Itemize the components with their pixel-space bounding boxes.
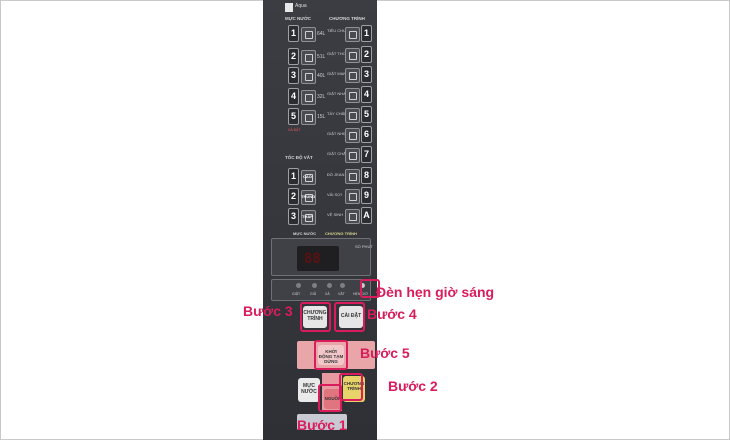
program-2-label: GIẶT THƠM bbox=[327, 51, 350, 56]
water-level-5-icon bbox=[301, 110, 316, 125]
step-spin-indicator bbox=[340, 283, 345, 288]
timer-set-button[interactable]: CÀI ĐẶT bbox=[339, 306, 363, 328]
program-8-label: ĐỒ JEAN bbox=[327, 172, 345, 177]
spin-speed-2-label: TRUNG bbox=[301, 194, 316, 199]
program-7-label: GIẶT CHĂN bbox=[327, 151, 349, 156]
water-level-2-label: 51L bbox=[317, 54, 326, 60]
program-4-button[interactable]: 4 bbox=[361, 86, 372, 103]
program-1-icon bbox=[345, 27, 360, 42]
steps-band bbox=[271, 279, 371, 301]
program-7-icon bbox=[345, 148, 360, 163]
led-digits: 88 bbox=[304, 251, 321, 267]
brand-name: Aqua bbox=[295, 3, 307, 9]
program-6-button[interactable]: 6 bbox=[361, 126, 372, 143]
program-9-label: VẢI SỢI bbox=[327, 192, 342, 197]
step5-highlight bbox=[314, 340, 348, 370]
step-rinse-label: GIŨ bbox=[310, 292, 317, 296]
spin-speed-2-button[interactable]: 2 bbox=[288, 188, 299, 205]
program-a-button[interactable]: A bbox=[361, 207, 372, 224]
power-button[interactable]: NGUỒN bbox=[324, 389, 342, 409]
water-level-1-button[interactable]: 1 bbox=[288, 25, 299, 42]
spin-speed-header: TỐC ĐỘ VẮT bbox=[285, 155, 313, 160]
program-8-icon bbox=[345, 169, 360, 184]
step1-highlight bbox=[318, 384, 342, 412]
program-header: CHƯƠNG TRÌNH bbox=[329, 16, 365, 21]
program-9-icon bbox=[345, 189, 360, 204]
program-9-button[interactable]: 9 bbox=[361, 187, 372, 204]
display-program-header: CHƯƠNG TRÌNH bbox=[325, 231, 357, 236]
timer-indicator bbox=[360, 283, 365, 288]
step-drain-indicator bbox=[327, 283, 332, 288]
spin-speed-2-icon bbox=[301, 190, 316, 205]
water-level-button[interactable]: MỰC NƯỚC bbox=[298, 378, 320, 402]
spin-speed-1-label: CAO bbox=[303, 174, 312, 179]
program-1-label: TIÊU CHUẨN bbox=[327, 28, 352, 33]
program-6-label: GIẶT NHẸ bbox=[327, 131, 346, 136]
step3-callout: Bước 3 bbox=[243, 303, 293, 319]
program-5-icon bbox=[345, 108, 360, 123]
program-2-button[interactable]: 2 bbox=[361, 46, 372, 63]
program-1-button[interactable]: 1 bbox=[361, 25, 372, 42]
program-3-icon bbox=[345, 68, 360, 83]
water-level-1-label: 64L bbox=[317, 31, 326, 37]
timer-light-callout: Đèn hẹn giờ sáng bbox=[376, 284, 495, 300]
spin-speed-1-icon bbox=[301, 170, 316, 185]
water-level-2-button[interactable]: 2 bbox=[288, 48, 299, 65]
step-rinse-indicator bbox=[312, 283, 317, 288]
step1-callout: Bước 1 bbox=[297, 417, 347, 433]
spin-speed-1-button[interactable]: 1 bbox=[288, 168, 299, 185]
minutes-label: SỐ PHÚT bbox=[355, 244, 373, 249]
water-level-3-icon bbox=[301, 69, 316, 84]
step-wash-indicator bbox=[296, 283, 301, 288]
step2-callout: Bước 2 bbox=[388, 378, 438, 394]
program-a-label: VỆ SINH bbox=[327, 212, 344, 217]
program-4-icon bbox=[345, 88, 360, 103]
step4-callout: Bước 4 bbox=[367, 306, 417, 322]
spin-speed-3-button[interactable]: 3 bbox=[288, 208, 299, 225]
program-select-button[interactable]: CHƯƠNG TRÌNH bbox=[303, 306, 327, 328]
spin-speed-3-label: THẤP bbox=[302, 214, 313, 219]
program-3-button[interactable]: 3 bbox=[361, 66, 372, 83]
water-level-5-button[interactable]: 5 bbox=[288, 108, 299, 125]
water-level-4-icon bbox=[301, 90, 316, 105]
water-level-4-button[interactable]: 4 bbox=[288, 88, 299, 105]
step-wash-label: GIẶT bbox=[292, 292, 301, 296]
water-level-1-icon bbox=[301, 27, 316, 42]
step5-callout: Bước 5 bbox=[360, 345, 410, 361]
water-level-2-icon bbox=[301, 50, 316, 65]
step-drain-label: XẢ bbox=[325, 292, 330, 296]
program-a-icon bbox=[345, 209, 360, 224]
step2-highlight bbox=[339, 373, 363, 401]
step-spin-label: VẮT bbox=[338, 292, 345, 296]
spin-speed-3-icon bbox=[301, 210, 316, 225]
led-display: 88 bbox=[297, 246, 339, 271]
program-7-button[interactable]: 7 bbox=[361, 146, 372, 163]
program-6-icon bbox=[345, 128, 360, 143]
program-5-label: TẨY CHĂN bbox=[327, 111, 348, 116]
water-level-5-label: 15L bbox=[317, 114, 326, 120]
timer-light-highlight bbox=[360, 279, 380, 298]
water-level-header: MỰC NƯỚC bbox=[285, 16, 312, 21]
step3-highlight bbox=[300, 302, 331, 332]
program-3-label: GIẶT MẠNH bbox=[327, 71, 350, 76]
brand-logo-icon bbox=[285, 3, 293, 12]
display-water-header: MỰC NƯỚC bbox=[293, 231, 317, 236]
step4-highlight bbox=[334, 302, 365, 332]
bottom-strip bbox=[297, 414, 347, 430]
program-4-label: GIẶT NHANH bbox=[327, 91, 352, 96]
auto-drain-label: XẢ BẤT bbox=[288, 128, 301, 132]
program-8-button[interactable]: 8 bbox=[361, 167, 372, 184]
program-2-icon bbox=[345, 48, 360, 63]
program-5-button[interactable]: 5 bbox=[361, 106, 372, 123]
start-pause-button[interactable]: KHỞI ĐỘNG TẠM DỪNG bbox=[318, 345, 344, 365]
water-level-4-label: 32L bbox=[317, 94, 326, 100]
water-level-3-button[interactable]: 3 bbox=[288, 67, 299, 84]
course-button[interactable]: CHƯƠNG TRÌNH bbox=[343, 376, 365, 402]
water-level-3-label: 40L bbox=[317, 73, 326, 79]
control-panel: Aqua MỰC NƯỚC CHƯƠNG TRÌNH 1 64L 2 51L 3… bbox=[263, 0, 377, 440]
